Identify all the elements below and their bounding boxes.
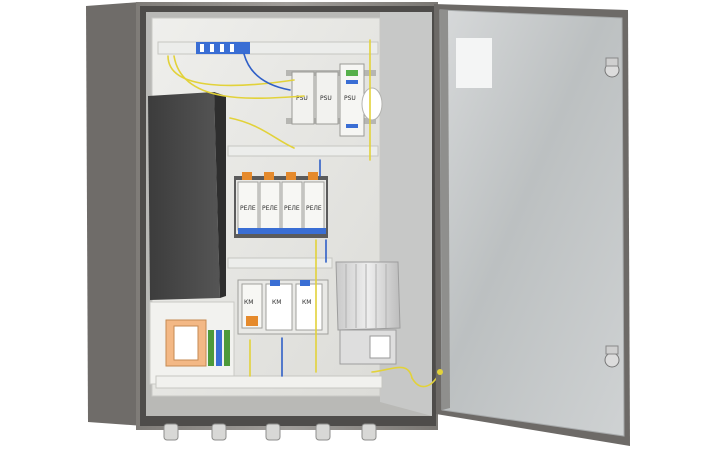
- door: [434, 4, 630, 446]
- door-hinges: [604, 57, 620, 368]
- contactor-label: КМ: [272, 299, 281, 306]
- relay-label: РЕЛЕ: [306, 205, 322, 212]
- top-module-label: PSU: [344, 95, 356, 102]
- top-module-label: PSU: [320, 95, 332, 102]
- top-module-label: PSU: [296, 95, 308, 102]
- relay-label: РЕЛЕ: [284, 205, 300, 212]
- wiring: [167, 39, 441, 388]
- cable-duct-lower: [227, 257, 333, 269]
- earth-stud: [437, 369, 443, 375]
- relay-label: РЕЛЕ: [240, 205, 256, 212]
- relay-block: РЕЛЕ РЕЛЕ РЕЛЕ РЕЛЕ: [234, 172, 328, 238]
- terminal-block-left: [149, 301, 235, 385]
- dark-side-panel: [148, 92, 226, 300]
- door-label-plate: [456, 38, 492, 88]
- bottom-rail: [155, 375, 383, 389]
- contactor-label: КМ: [302, 299, 311, 306]
- heater: [335, 261, 401, 365]
- relay-label: РЕЛЕ: [262, 205, 278, 212]
- contactor-label: КМ: [244, 299, 253, 306]
- top-modules: PSU PSU PSU: [291, 63, 383, 137]
- cable-glands: [163, 423, 377, 441]
- contactor-block: КМ КМ КМ: [237, 279, 329, 335]
- cable-duct-middle: [227, 145, 379, 157]
- cable-duct-top: [157, 41, 379, 55]
